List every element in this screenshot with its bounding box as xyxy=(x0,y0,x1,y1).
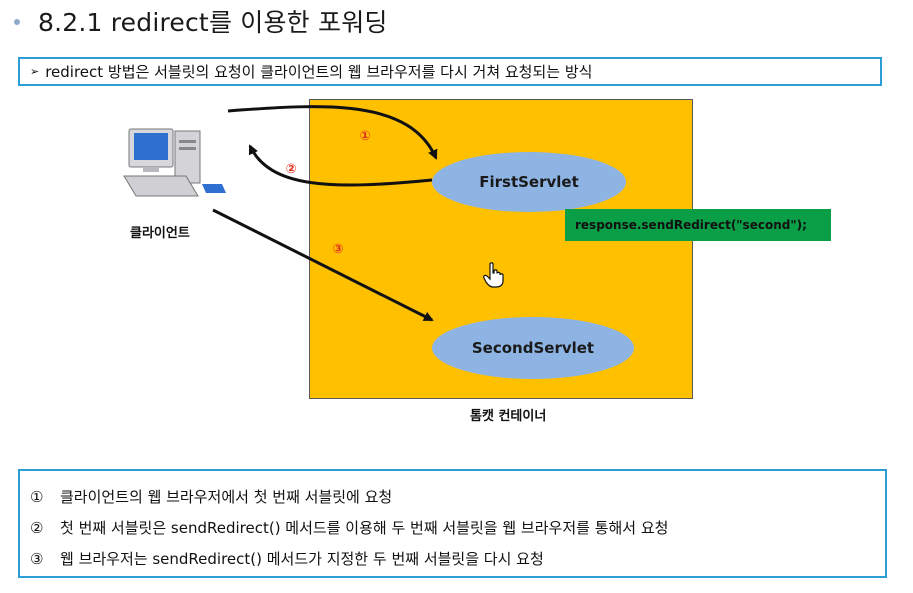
arrow-request-second xyxy=(212,208,434,322)
step-item-text: 클라이언트의 웹 브라우저에서 첫 번째 서블릿에 요청 xyxy=(60,488,393,506)
step-item: ② 첫 번째 서블릿은 sendRedirect() 메서드를 이용해 두 번째… xyxy=(30,512,885,543)
hand-cursor-icon xyxy=(483,262,504,288)
arrow-request-first xyxy=(227,105,438,160)
step-item-marker: ② xyxy=(30,518,44,537)
steps-box: ① 클라이언트의 웹 브라우저에서 첫 번째 서블릿에 요청 ② 첫 번째 서블… xyxy=(18,469,887,578)
second-servlet-node: SecondServlet xyxy=(432,317,634,379)
arrow-redirect-client xyxy=(248,144,433,187)
title-bullet xyxy=(14,19,20,25)
step-item: ③ 웹 브라우저는 sendRedirect() 메서드가 지정한 두 번째 서… xyxy=(30,543,885,574)
send-redirect-code: response.sendRedirect("second"); xyxy=(565,209,831,241)
step-3-marker: ③ xyxy=(332,242,344,257)
title-row: 8.2.1 redirect를 이용한 포워딩 xyxy=(14,4,388,38)
summary-marker: ➢ xyxy=(30,65,40,78)
step-item-text: 첫 번째 서블릿은 sendRedirect() 메서드를 이용해 두 번째 서… xyxy=(60,519,669,537)
client-label: 클라이언트 xyxy=(130,226,190,241)
step-item-text: 웹 브라우저는 sendRedirect() 메서드가 지정한 두 번째 서블릿… xyxy=(60,550,544,568)
step-2-marker: ② xyxy=(285,162,297,177)
first-servlet-node: FirstServlet xyxy=(432,152,626,212)
step-1-marker: ① xyxy=(359,129,371,144)
container-label: 톰캣 컨테이너 xyxy=(470,409,547,424)
computer-icon xyxy=(123,128,226,197)
page-title: 8.2.1 redirect를 이용한 포워딩 xyxy=(38,8,388,37)
summary-text: redirect 방법은 서블릿의 요청이 클라이언트의 웹 브라우저를 다시 … xyxy=(45,63,593,81)
step-item-marker: ① xyxy=(30,487,44,506)
summary-box: ➢ redirect 방법은 서블릿의 요청이 클라이언트의 웹 브라우저를 다… xyxy=(18,57,882,86)
step-item-marker: ③ xyxy=(30,549,44,568)
step-item: ① 클라이언트의 웹 브라우저에서 첫 번째 서블릿에 요청 xyxy=(30,481,885,512)
